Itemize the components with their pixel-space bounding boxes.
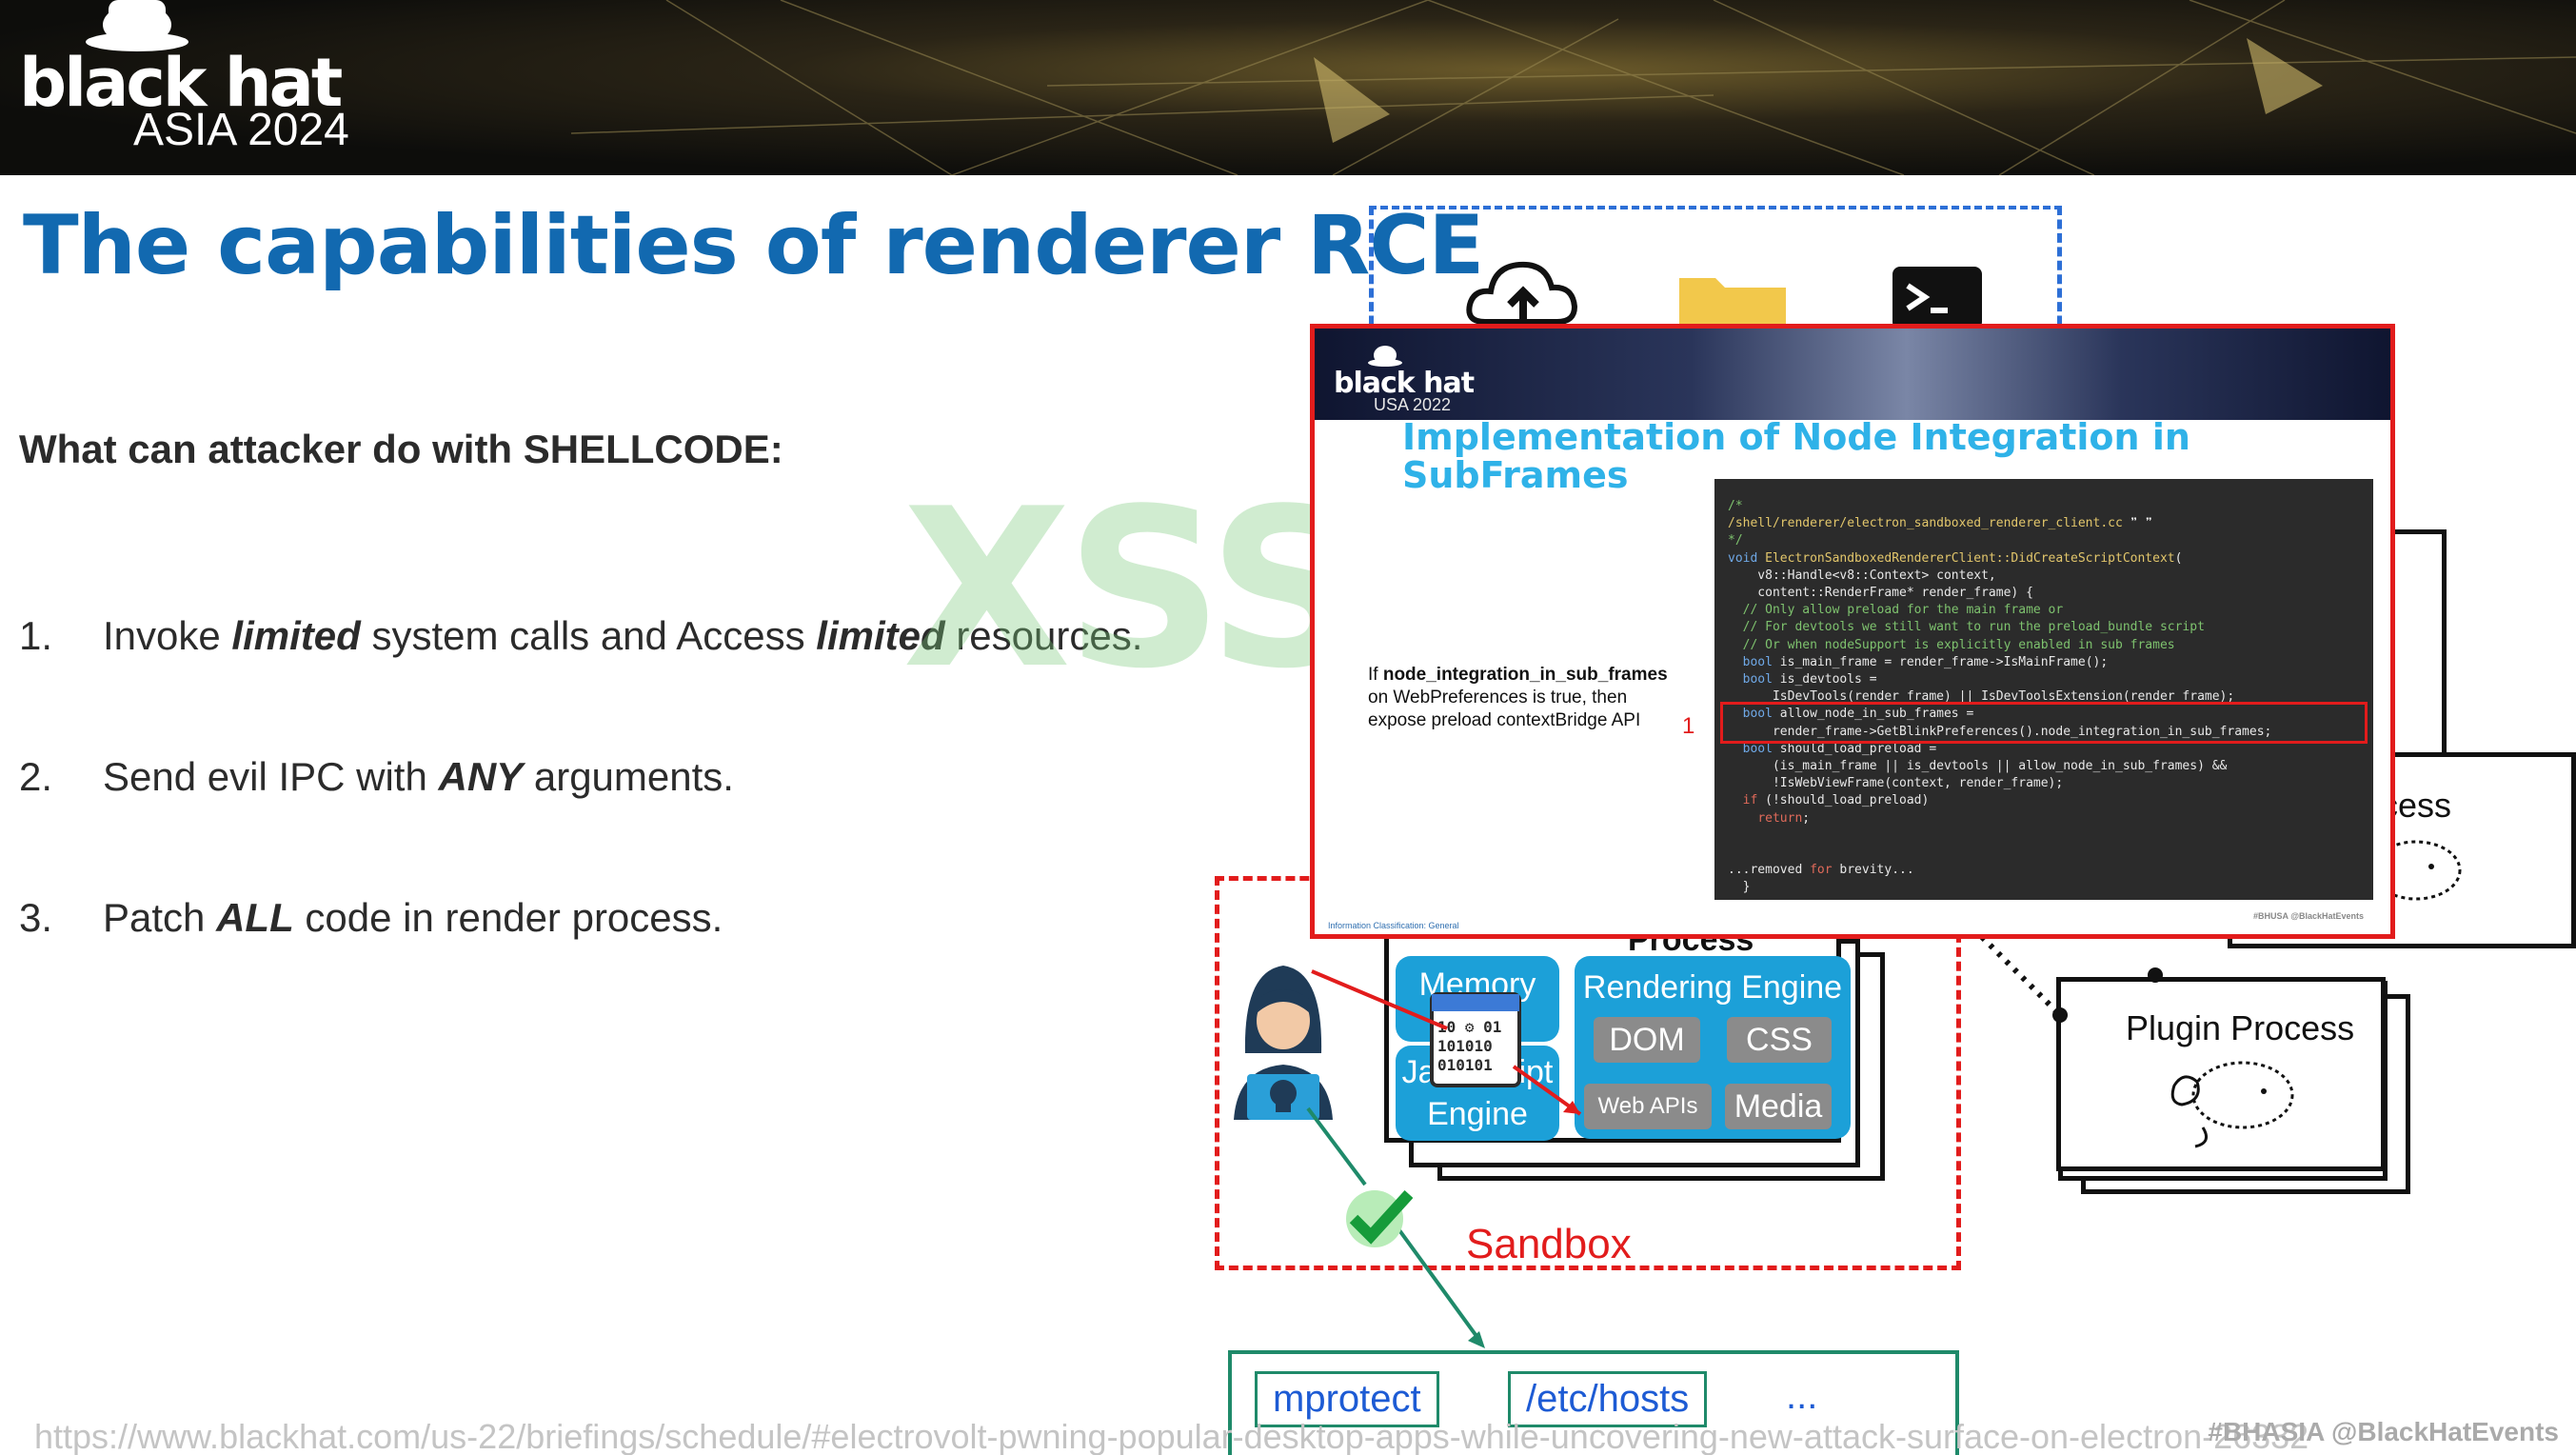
svg-text:10 ⚙ 01: 10 ⚙ 01 <box>1437 1018 1501 1036</box>
dom-box: DOM <box>1594 1017 1700 1063</box>
capability-item-3: 3. Patch ALL code in render process. <box>19 895 723 941</box>
cloud-upload-icon <box>1466 261 1578 325</box>
item-emphasis: ALL <box>216 895 294 940</box>
plugin-process-label: Plugin Process <box>2126 1008 2355 1047</box>
ipc-connector <box>1980 934 2163 1023</box>
item-text: Send evil IPC with <box>103 754 439 799</box>
code-file-path: /shell/renderer/electron_sandboxed_rende… <box>1728 516 2123 531</box>
highlight-marker: 1 <box>1682 713 1695 739</box>
privileged-resources-boundary <box>1369 206 2062 339</box>
note-text: on WebPreferences is true, then expose p… <box>1368 688 1641 730</box>
embedded-slide-title: Implementation of Node Integration in Su… <box>1402 416 2190 496</box>
item-number: 1. <box>19 613 53 658</box>
blackhat-hat-logo <box>86 0 188 51</box>
terminal-icon <box>1892 267 1982 329</box>
os-resources-box <box>1228 1350 1959 1455</box>
sandbox-label: Sandbox <box>1466 1221 1632 1267</box>
plugin-sketch-icon <box>2170 1061 2294 1148</box>
embedded-slide-note: If node_integration_in_sub_frames on Web… <box>1368 664 1682 732</box>
note-text: If <box>1368 665 1383 685</box>
hacker-icon <box>1234 966 1333 1120</box>
header-banner: black hat ASIA 2024 <box>0 0 2576 175</box>
embedded-slide[interactable]: black hat USA 2022 Implementation of Nod… <box>1310 324 2395 939</box>
slide-title: The capabilities of renderer RCE <box>23 198 1484 293</box>
svg-text:101010: 101010 <box>1437 1037 1493 1055</box>
banner-background-lines <box>570 0 2576 175</box>
item-text: Patch <box>103 895 217 940</box>
item-text: arguments. <box>523 754 734 799</box>
note-emphasis: node_integration_in_sub_frames <box>1382 665 1668 685</box>
embedded-blackhat-wordmark: black hat <box>1334 367 1475 400</box>
plugin-process-card: Plugin Process <box>2056 977 2386 1171</box>
check-icon[interactable] <box>1342 1186 1413 1249</box>
item-emphasis: limited <box>816 613 945 658</box>
item-text: system calls and Access <box>360 613 817 658</box>
footer-hashtag: #BHASIA @BlackHatEvents <box>2208 1417 2559 1446</box>
code-snippet: /* /shell/renderer/electron_sandboxed_re… <box>1714 479 2373 900</box>
shellcode-binary-icon: 10 ⚙ 01 101010 010101 <box>1430 992 1521 1087</box>
embedded-event-name: USA 2022 <box>1374 395 1452 414</box>
item-emphasis: ANY <box>438 754 524 799</box>
blackhat-hat-logo-small <box>1368 346 1402 367</box>
attack-arrows <box>1311 969 1582 1116</box>
css-box: CSS <box>1727 1017 1832 1063</box>
code-highlight-box <box>1720 702 2368 744</box>
item-number: 2. <box>19 754 53 799</box>
more-items-ellipsis: ... <box>1786 1375 1818 1417</box>
item-number: 3. <box>19 895 53 940</box>
embedded-slide-header: black hat USA 2022 <box>1315 329 2390 420</box>
etc-hosts-item: /etc/hosts <box>1508 1371 1708 1427</box>
reference-url[interactable]: https://www.blackhat.com/us-22/briefings… <box>34 1417 2309 1455</box>
sandbox-escape-arrow <box>1306 1106 1485 1348</box>
item-text: Invoke <box>103 613 232 658</box>
folder-icon <box>1679 278 1786 329</box>
item-emphasis: limited <box>231 613 361 658</box>
event-name: ASIA 2024 <box>133 105 349 155</box>
item-text: code in render process. <box>293 895 723 940</box>
slide-subtitle: What can attacker do with SHELLCODE: <box>19 427 783 471</box>
svg-text:010101: 010101 <box>1437 1056 1493 1074</box>
mprotect-item: mprotect <box>1255 1371 1439 1427</box>
capability-item-1: 1. Invoke limited system calls and Access… <box>19 613 1142 659</box>
blackhat-wordmark: black hat <box>19 44 343 122</box>
capability-item-2: 2. Send evil IPC with ANY arguments. <box>19 754 734 800</box>
media-box: Media <box>1725 1084 1832 1129</box>
embedded-classification: Information Classification: General <box>1328 921 1459 930</box>
rendering-engine-label: Rendering Engine <box>1582 969 1843 1006</box>
item-text: resources. <box>944 613 1143 658</box>
embedded-footer-tag: #BHUSA @BlackHatEvents <box>2253 911 2364 921</box>
web-apis-box: Web APIs <box>1584 1084 1712 1129</box>
